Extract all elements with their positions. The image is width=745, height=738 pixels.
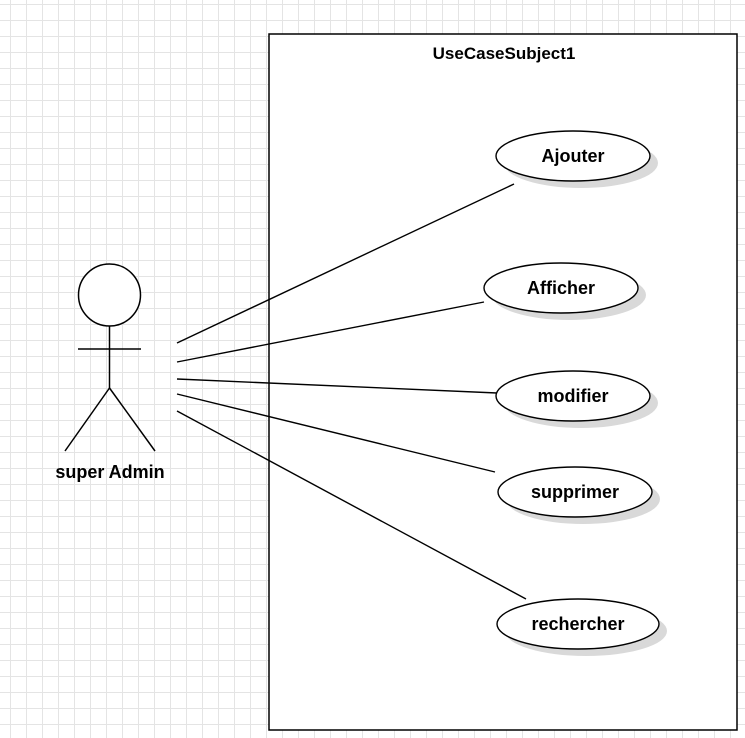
association-line-ajouter[interactable] [176,183,515,344]
association-line-supprimer[interactable] [176,393,496,473]
associations [176,183,527,600]
actor-head [77,263,142,327]
association-line-modifier[interactable] [176,378,498,394]
use-case-ellipse [495,370,651,422]
actor-right-leg [108,387,156,452]
use-case-modifier[interactable]: modifier [495,370,658,428]
use-case-ajouter[interactable]: Ajouter [495,130,658,188]
system-boundary-title: UseCaseSubject1 [433,44,576,63]
use-case-afficher[interactable]: Afficher [483,262,646,320]
actor-super-admin[interactable]: super Admin [55,263,165,482]
association-line-rechercher[interactable] [176,410,527,600]
use-case-ellipse [496,598,660,650]
use-case-ellipse [497,466,653,518]
use-case-ellipse [495,130,651,182]
use-case-label: modifier [537,386,608,406]
use-case-rechercher[interactable]: rechercher [496,598,667,656]
actor-label: super Admin [55,462,164,482]
use-case-label: Ajouter [542,146,605,166]
use-case-label: supprimer [531,482,619,502]
use-case-label: rechercher [531,614,624,634]
actor-left-leg [64,387,111,452]
use-case-ellipse [483,262,639,314]
association-line-afficher[interactable] [176,301,485,363]
use-case-label: Afficher [527,278,595,298]
use-case-supprimer[interactable]: supprimer [497,466,660,524]
